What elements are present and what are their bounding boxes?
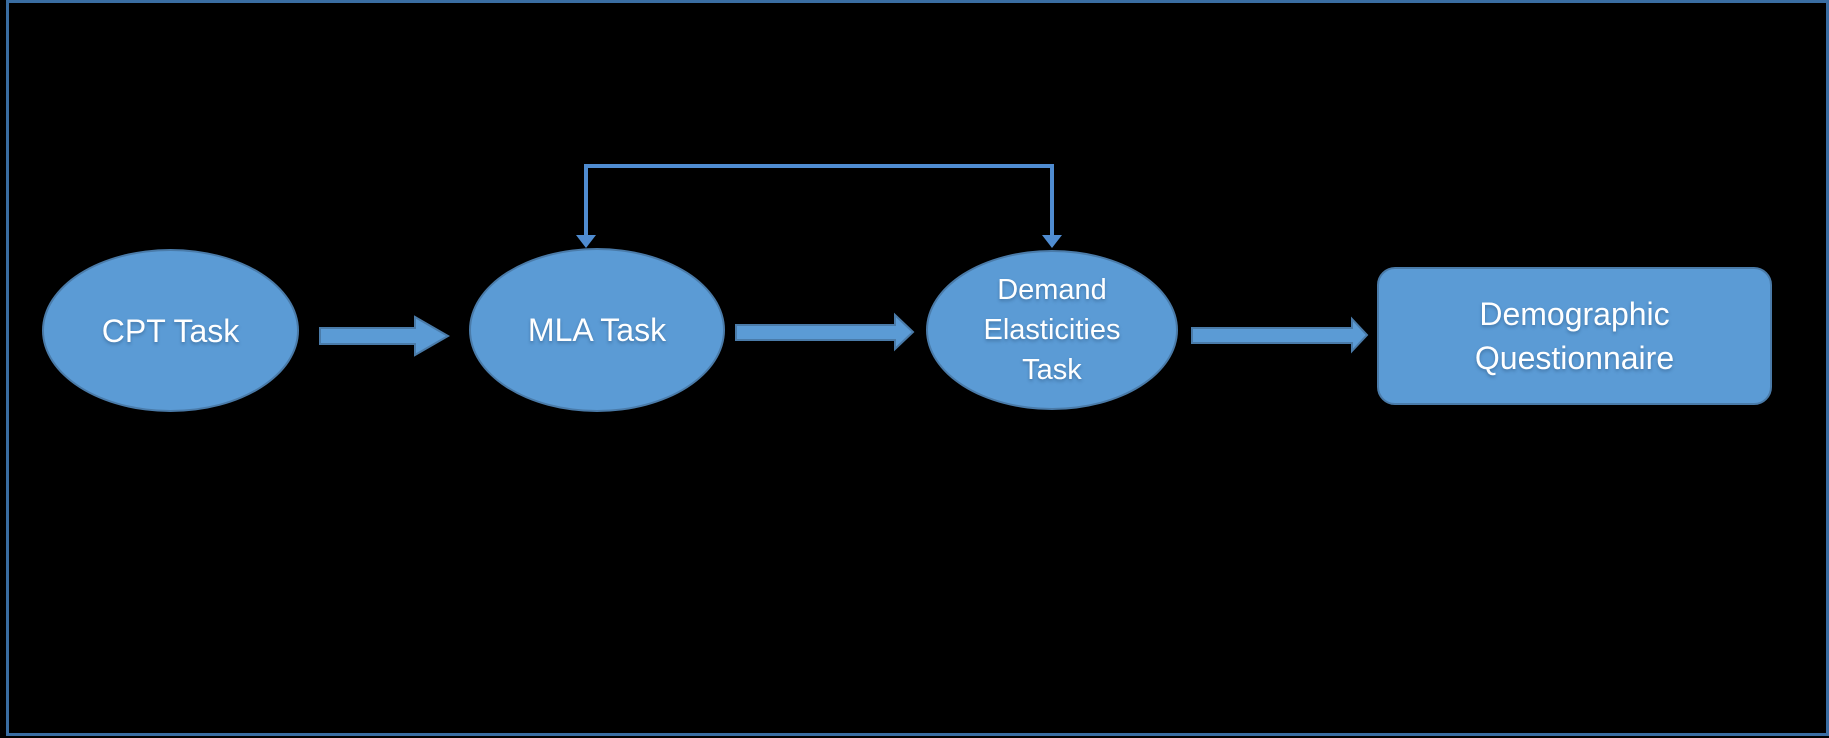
arrow-demand-to-demographic-icon (1191, 316, 1369, 354)
feedback-arrowhead-demand-icon (1042, 235, 1062, 248)
arrow-mla-to-demand-icon (735, 312, 915, 352)
node-cpt-task: CPT Task (42, 249, 299, 412)
slide-frame (6, 0, 1829, 736)
cpt-task-label: CPT Task (101, 312, 240, 349)
mla-task-label: MLA Task (527, 312, 667, 348)
feedback-arrowhead-mla-icon (576, 235, 596, 248)
demand-elasticities-task-label: Demand Elasticities Task (983, 274, 1121, 386)
node-demographic-questionnaire: Demographic Questionnaire (1377, 267, 1772, 405)
arrow-cpt-to-mla-icon (319, 315, 451, 357)
demographic-questionnaire-label: Demographic Questionnaire (1474, 296, 1675, 376)
node-mla-task: MLA Task (469, 248, 725, 412)
feedback-connector-line (584, 164, 1054, 237)
node-demand-elasticities-task: Demand Elasticities Task (926, 250, 1178, 410)
